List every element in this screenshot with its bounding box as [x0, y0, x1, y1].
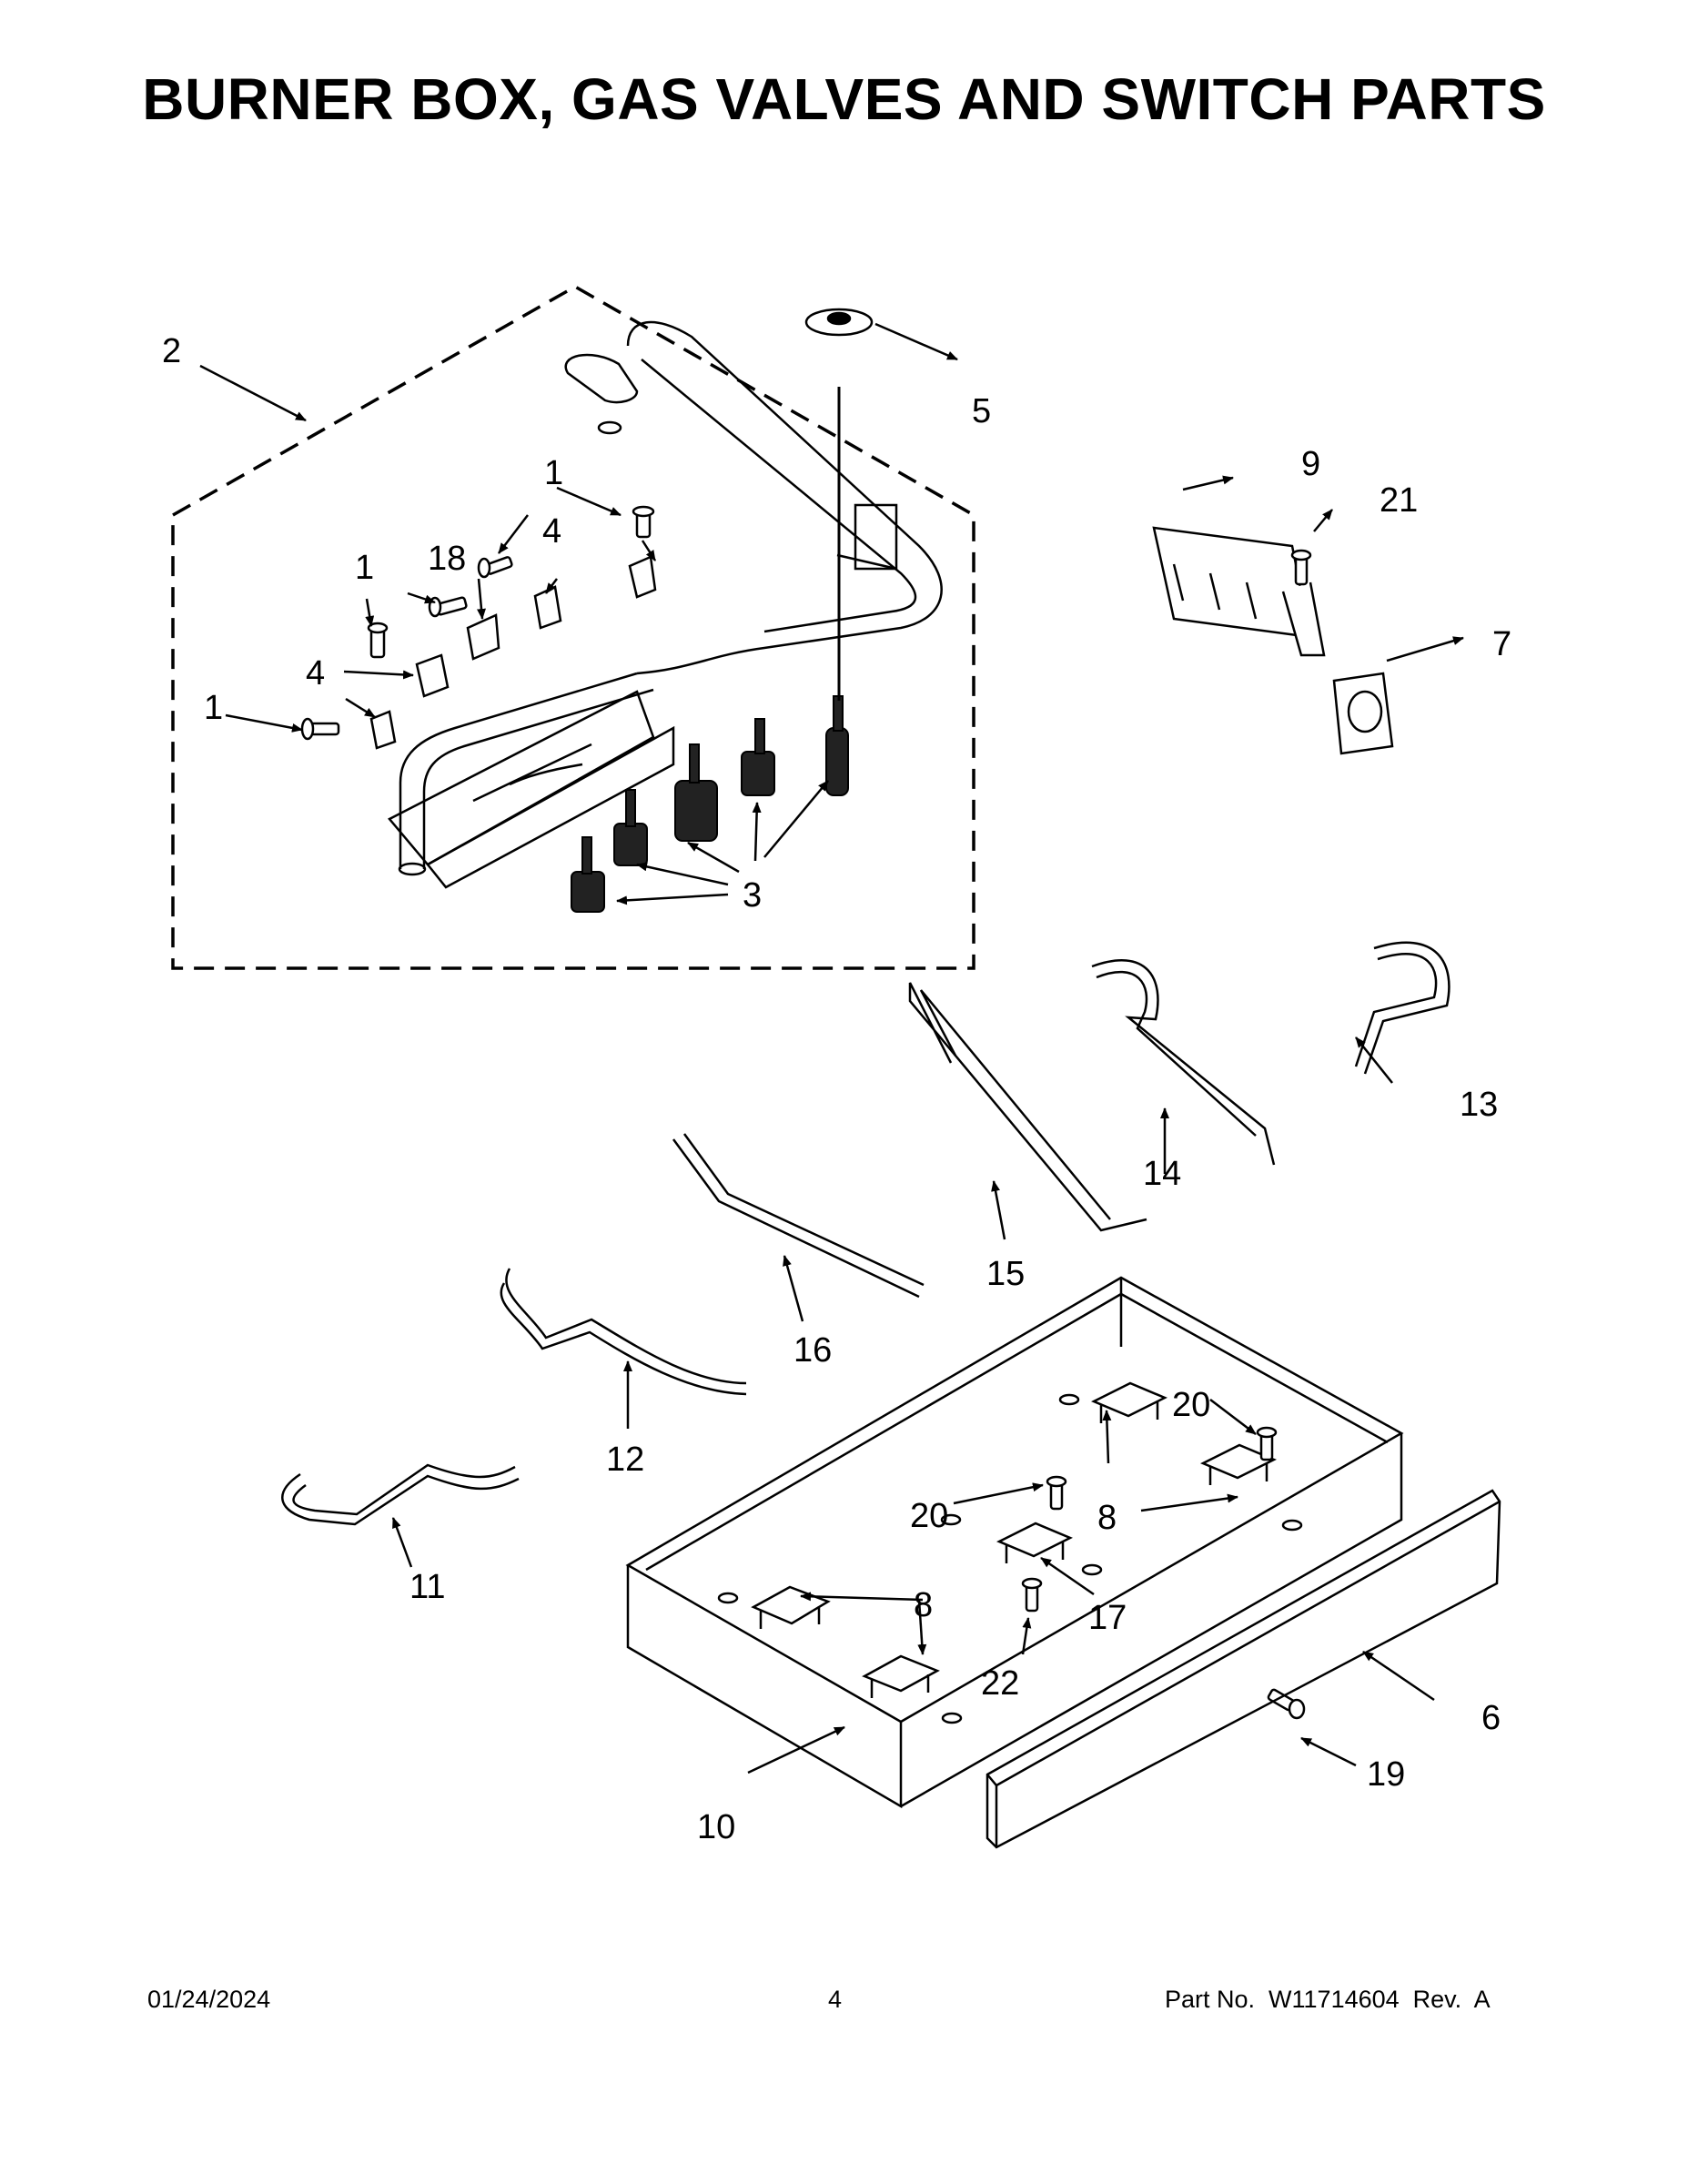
tube-12	[505, 1268, 747, 1385]
burner-box-base-10	[625, 1276, 1404, 1809]
spark-module-9	[1152, 526, 1326, 657]
callout-4b: 4	[306, 654, 325, 693]
callout-8a: 8	[1097, 1499, 1117, 1537]
callout-15: 15	[986, 1255, 1025, 1293]
callout-11: 11	[409, 1568, 445, 1606]
clip-4d	[369, 710, 397, 750]
leader-arrows	[199, 322, 1464, 1774]
callout-18: 18	[428, 540, 466, 578]
screw-1a	[632, 505, 655, 539]
callout-20a: 20	[1172, 1386, 1210, 1424]
clip-4a	[628, 555, 657, 599]
footer-page-number: 4	[828, 1986, 843, 2013]
screw-20a	[1046, 1475, 1067, 1511]
manifold-assembly	[388, 320, 943, 889]
screw-22	[1021, 1577, 1043, 1613]
callout-2: 2	[162, 332, 181, 370]
callout-7: 7	[1492, 625, 1511, 663]
footer-date: 01/24/2024	[147, 1986, 271, 2013]
gas-valves	[571, 695, 849, 913]
tube-15	[908, 982, 1147, 1232]
pressure-regulator-7	[1332, 672, 1394, 755]
callout-22: 22	[981, 1664, 1019, 1703]
callout-3: 3	[743, 876, 762, 915]
tube-11	[281, 1472, 520, 1526]
base-screws	[1021, 1426, 1306, 1720]
callout-17: 17	[1088, 1599, 1127, 1637]
callout-20b: 20	[910, 1497, 948, 1535]
screw-1c	[428, 596, 468, 618]
ignitor-cap-5	[804, 308, 874, 337]
callout-12: 12	[606, 1441, 644, 1479]
callout-6: 6	[1481, 1699, 1501, 1737]
callout-9: 9	[1301, 445, 1320, 483]
callout-8b: 8	[914, 1586, 933, 1624]
page-title: BURNER BOX, GAS VALVES AND SWITCH PARTS	[142, 66, 1546, 132]
bracket-18	[466, 613, 500, 661]
callout-1b: 1	[355, 549, 374, 587]
screw-20b	[1256, 1426, 1278, 1461]
gas-tubes	[281, 941, 1450, 1526]
callout-1c: 1	[204, 689, 223, 727]
screw-21	[1290, 549, 1312, 586]
callout-5: 5	[972, 392, 991, 430]
tube-13	[1363, 941, 1450, 1075]
front-trim-6	[986, 1489, 1501, 1849]
hardware-items	[300, 505, 657, 750]
callout-4a: 4	[542, 512, 561, 551]
screw-19	[1267, 1688, 1306, 1720]
callout-16: 16	[793, 1331, 832, 1370]
callout-10: 10	[697, 1808, 735, 1846]
burner-box-assembly-outline	[171, 284, 975, 970]
footer-part-number: Part No. W11714604 Rev. A	[1165, 1986, 1491, 2013]
clip-4b	[533, 585, 562, 630]
clip-4c	[415, 653, 450, 698]
callout-13: 13	[1460, 1086, 1498, 1124]
tube-16	[672, 1138, 920, 1299]
screw-1d	[367, 622, 389, 659]
screw-1b	[477, 556, 513, 579]
callout-1a: 1	[544, 454, 563, 492]
callout-21: 21	[1380, 481, 1418, 520]
callout-19: 19	[1367, 1755, 1405, 1794]
tube-14	[1091, 959, 1276, 1166]
callout-14: 14	[1143, 1155, 1181, 1193]
screw-1e	[300, 717, 340, 741]
callout-labels: 2 5 9 21 7 1 1 1 18 4 4 3 13 14 15 16 12…	[162, 332, 1511, 1846]
